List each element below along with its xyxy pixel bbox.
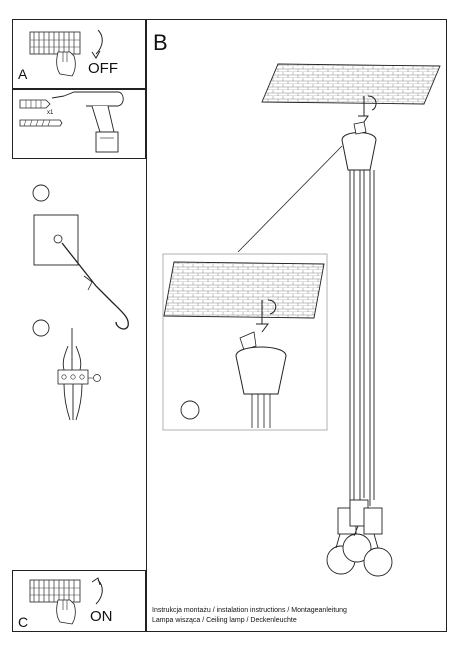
drill-icon bbox=[51, 91, 124, 153]
off-label: OFF bbox=[88, 60, 118, 77]
light-bulb-cluster-icon bbox=[326, 499, 393, 577]
ground-icon bbox=[93, 374, 101, 382]
step-3-circle bbox=[180, 400, 200, 420]
terminal-block-icon-on bbox=[29, 579, 81, 603]
panel-c-letter: C bbox=[18, 614, 29, 630]
wall-plug-icon bbox=[19, 99, 51, 109]
ceiling-hook-mount-icon bbox=[358, 95, 377, 123]
step-2-circle bbox=[32, 319, 50, 337]
wiring-terminal-icon bbox=[57, 328, 101, 421]
pendant-cords bbox=[349, 170, 375, 510]
callout-line bbox=[237, 145, 343, 253]
panel-b-letter: B bbox=[153, 30, 168, 55]
switch-off-arrow-icon bbox=[91, 29, 103, 59]
panel-a-letter: A bbox=[18, 66, 28, 82]
detail-canopy-icon bbox=[235, 331, 287, 428]
canopy-icon bbox=[341, 121, 377, 171]
ceiling-plate-icon bbox=[261, 63, 441, 105]
screw-icon bbox=[19, 119, 63, 127]
drill-hole-icon bbox=[53, 234, 63, 244]
step-1-circle bbox=[32, 184, 50, 202]
hand-icon-on bbox=[56, 599, 76, 625]
detail-ceiling-plate-icon bbox=[163, 261, 325, 319]
detail-hook-icon bbox=[256, 299, 277, 333]
caption-line-2: Lampa wisząca / Ceiling lamp / Deckenleu… bbox=[152, 617, 297, 624]
switch-on-arrow-icon bbox=[91, 577, 103, 605]
on-label: ON bbox=[90, 608, 113, 625]
ceiling-hook-icon bbox=[61, 242, 129, 330]
terminal-block-icon bbox=[29, 31, 81, 55]
hand-icon bbox=[56, 51, 76, 77]
caption-line-1: Instrukcja montażu / instalation instruc… bbox=[152, 607, 347, 614]
dowel-count-label: x1 bbox=[47, 110, 54, 116]
